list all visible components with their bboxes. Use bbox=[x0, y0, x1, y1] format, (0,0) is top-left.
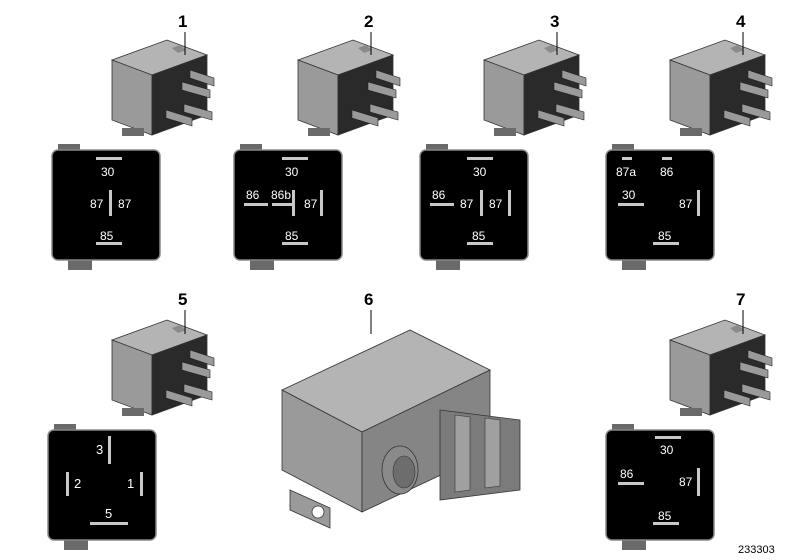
pin-label-87: 87 bbox=[460, 197, 474, 211]
relay-4-body bbox=[669, 39, 773, 137]
pin-label-85: 85 bbox=[658, 509, 672, 523]
callout-6: 6 bbox=[364, 290, 373, 309]
pin-label-1: 1 bbox=[127, 476, 134, 491]
relay-7-body bbox=[669, 319, 773, 417]
callout-2: 2 bbox=[364, 12, 373, 31]
pin-label-3: 3 bbox=[96, 442, 103, 457]
pin-label-85: 85 bbox=[658, 229, 672, 243]
callout-3: 3 bbox=[550, 12, 559, 31]
pin-label-2: 2 bbox=[74, 476, 81, 491]
pin-label-86b: 86b bbox=[271, 188, 291, 202]
pin-label-30: 30 bbox=[473, 165, 487, 179]
pin-label-30: 30 bbox=[622, 188, 636, 202]
callout-7: 7 bbox=[736, 290, 745, 309]
callout-1: 1 bbox=[178, 12, 187, 31]
pin-label-87b: 87 bbox=[118, 197, 132, 211]
pin-label-5: 5 bbox=[105, 506, 112, 521]
relay-1-body bbox=[111, 39, 215, 137]
relay-6-module bbox=[281, 329, 521, 529]
pin-label-86: 86 bbox=[246, 188, 260, 202]
pin-label-85: 85 bbox=[472, 229, 486, 243]
pin-label-87a: 87a bbox=[616, 165, 636, 179]
pin-label-87: 87 bbox=[679, 475, 693, 489]
pin-label-85: 85 bbox=[100, 229, 114, 243]
pin-label-86: 86 bbox=[660, 165, 674, 179]
pin-label-30: 30 bbox=[660, 443, 674, 457]
callout-4: 4 bbox=[736, 12, 746, 31]
diagram-number: 233303 bbox=[738, 544, 775, 556]
pin-label-86: 86 bbox=[620, 467, 634, 481]
relay-2-body bbox=[297, 39, 401, 137]
pin-label-87b: 87 bbox=[489, 197, 503, 211]
pin-label-86: 86 bbox=[432, 188, 446, 202]
pin-label-30: 30 bbox=[101, 165, 115, 179]
pin-label-87: 87 bbox=[304, 197, 318, 211]
pin-label-85: 85 bbox=[285, 229, 299, 243]
callout-5: 5 bbox=[178, 290, 187, 309]
relay-1-pin-face bbox=[51, 143, 161, 271]
pin-label-87: 87 bbox=[90, 197, 104, 211]
relay-3-body bbox=[483, 39, 587, 137]
pin-label-87: 87 bbox=[679, 197, 693, 211]
relay-5-body bbox=[111, 319, 215, 417]
relay-2-pin-face bbox=[233, 143, 343, 271]
pin-label-30: 30 bbox=[285, 165, 299, 179]
relay-3-pin-face bbox=[419, 143, 529, 271]
